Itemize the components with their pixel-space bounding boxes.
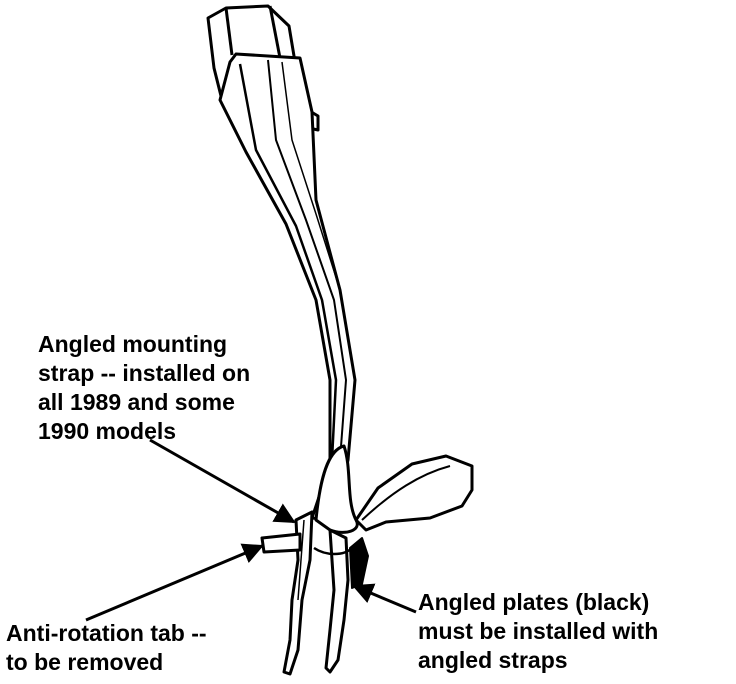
callout-line: angled straps [418,647,568,673]
callout-line: 1990 models [38,418,177,444]
callout-line: Anti-rotation tab -- [6,620,207,646]
strap-loop [314,444,474,534]
mounting-strap-left [282,510,314,676]
anti-rotation-arrow [85,543,264,622]
angled-plates-callout: Angled plates (black) must be installed … [418,588,658,675]
mounting-strap-right [324,528,350,674]
angled-plate [313,537,369,589]
callout-line: must be installed with [418,618,659,644]
callout-line: all 1989 and some [38,389,235,415]
callout-line: Angled plates (black) [418,589,650,615]
callout-line: Angled mounting [38,331,228,357]
anti-rotation-tab-callout: Anti-rotation tab -- to be removed [6,619,207,677]
leader-arrows [85,438,417,622]
mounting-strap-arrow [149,438,296,524]
callout-line: strap -- installed on [38,360,251,386]
angled-plates-arrow [352,583,417,614]
mounting-strap-callout: Angled mounting strap -- installed on al… [38,330,250,446]
callout-line: to be removed [6,649,164,675]
anti-rotation-tab [260,532,302,554]
